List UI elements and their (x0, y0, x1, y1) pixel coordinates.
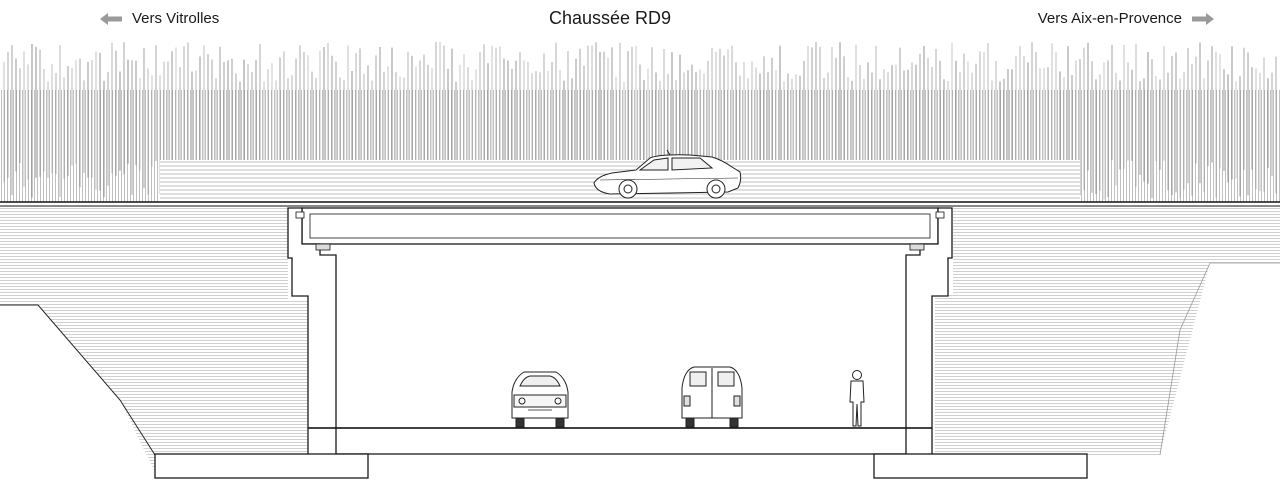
car-side-view (593, 149, 742, 199)
arrow-left-icon (100, 12, 122, 25)
right-footing (873, 453, 1088, 479)
pedestrian (849, 370, 865, 427)
right-bearing (909, 243, 925, 251)
direction-left: Vers Vitrolles (100, 10, 219, 27)
left-bearing (315, 243, 331, 251)
direction-right-label: Vers Aix-en-Provence (1037, 10, 1182, 27)
road-title: Chaussée RD9 (0, 8, 1220, 29)
right-embankment (935, 208, 1280, 456)
left-embankment (0, 208, 308, 472)
direction-right: Vers Aix-en-Provence (1038, 10, 1214, 27)
left-footing (154, 453, 369, 479)
direction-left-label: Vers Vitrolles (132, 10, 220, 27)
van-rear-view (681, 366, 743, 428)
underpass-floor (335, 427, 907, 455)
road-title-text: Chaussée RD9 (548, 8, 672, 28)
arrow-right-icon (1192, 12, 1214, 25)
bridge-structure (154, 207, 1088, 479)
bridge-deck (301, 207, 939, 245)
road-surface (0, 201, 1280, 207)
car-front-view (511, 371, 569, 428)
